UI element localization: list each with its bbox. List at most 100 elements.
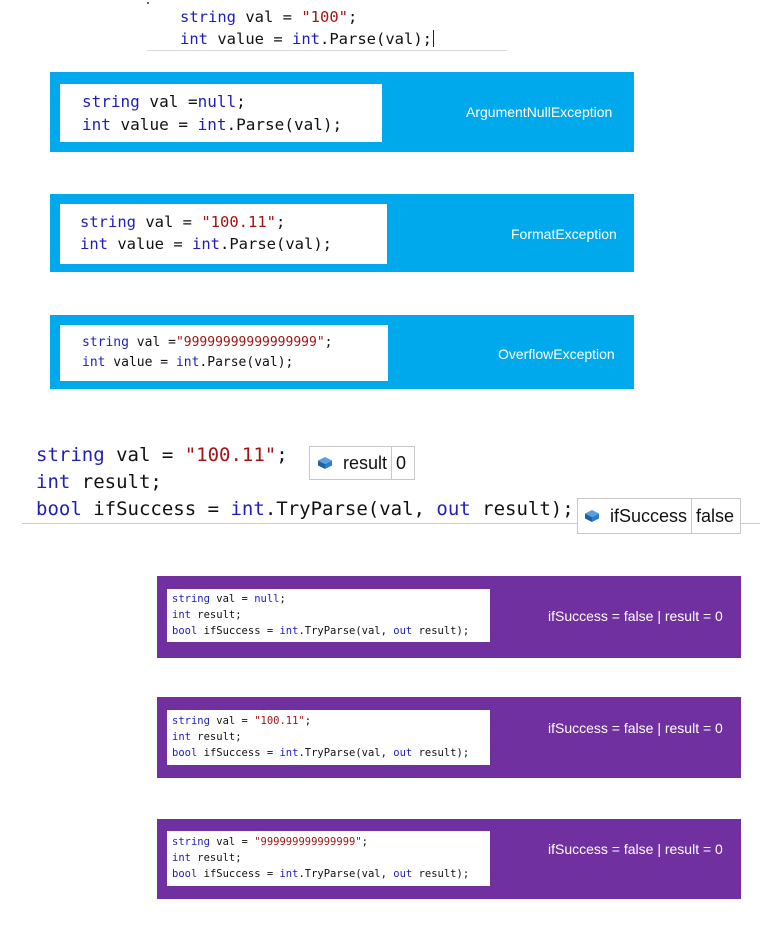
- string-literal: "100.11": [254, 715, 305, 727]
- datatip-ifsuccess[interactable]: ifSuccess false: [577, 498, 742, 534]
- keyword: int: [172, 609, 191, 621]
- code-box: string val ="99999999999999999"; int val…: [60, 325, 388, 381]
- code-text: ;: [279, 593, 286, 605]
- editor-line-rule: [147, 50, 507, 51]
- code-text: val =: [209, 836, 255, 848]
- code-text: result);: [412, 625, 470, 637]
- keyword: int: [80, 235, 108, 253]
- keyword: int: [292, 30, 320, 48]
- code-text: value =: [105, 355, 176, 370]
- code-text: val =: [209, 593, 255, 605]
- code-text: .Parse(val);: [220, 235, 332, 253]
- keyword: string: [80, 213, 136, 231]
- keyword: bool: [172, 868, 198, 880]
- text-caret: [432, 30, 434, 47]
- keyword: int: [175, 355, 200, 370]
- code-text: ifSuccess =: [81, 498, 231, 520]
- code-box: string val =null; int value = int.Parse(…: [60, 84, 382, 142]
- datatip-name: ifSuccess: [610, 505, 688, 526]
- stray-dot: [147, 2, 149, 4]
- code-text: value =: [208, 30, 292, 48]
- string-literal: "999999999999999": [254, 836, 362, 848]
- code-text: val =: [209, 715, 255, 727]
- keyword: int: [172, 731, 191, 743]
- datatip-value: false: [696, 505, 735, 526]
- code-text: result;: [190, 731, 242, 743]
- code-text: result);: [470, 498, 574, 520]
- code-text: .Parse(val);: [199, 355, 294, 370]
- datatip-name: result: [343, 452, 388, 473]
- keyword: string: [82, 92, 140, 111]
- string-literal: "100.11": [184, 444, 277, 466]
- variable-icon: [318, 457, 332, 469]
- keyword: bool: [172, 625, 198, 637]
- code-text: ;: [275, 213, 286, 231]
- exception-label: OverflowException: [498, 346, 615, 362]
- code-text: ifSuccess =: [197, 747, 280, 759]
- string-literal: "100.11": [201, 213, 276, 231]
- keyword: string: [172, 715, 210, 727]
- keyword: out: [393, 625, 413, 637]
- exception-label: ArgumentNullException: [466, 104, 613, 120]
- keyword: string: [172, 593, 210, 605]
- keyword: int: [36, 471, 71, 493]
- code-text: result;: [190, 852, 242, 864]
- code-box: string val = "100.11"; int result; bool …: [167, 710, 490, 765]
- code-text: val =: [139, 92, 198, 111]
- keyword: bool: [36, 498, 82, 520]
- keyword: out: [393, 868, 413, 880]
- tryparse-code-snippet[interactable]: string val = "100.11"; int result; bool …: [36, 442, 574, 523]
- datatip-separator: [391, 447, 393, 479]
- code-line-2: int value = int.Parse(val);: [180, 30, 434, 48]
- code-box: string val = null; int result; bool ifSu…: [167, 589, 490, 642]
- keyword: int: [172, 852, 191, 864]
- code-text: result);: [412, 868, 470, 880]
- code-text: result);: [412, 747, 470, 759]
- code-snippet: string val = "100.11"; int value = int.P…: [80, 211, 332, 255]
- code-text: ;: [361, 836, 368, 848]
- keyword: int: [82, 355, 106, 370]
- keyword: int: [82, 115, 111, 134]
- code-text: .TryParse(val,: [298, 868, 394, 880]
- keyword: null: [254, 593, 280, 605]
- keyword: string: [172, 836, 210, 848]
- keyword: string: [82, 335, 129, 350]
- code-text: ;: [348, 8, 358, 26]
- code-text: ;: [324, 335, 333, 350]
- code-snippet: string val = "999999999999999"; int resu…: [172, 834, 469, 882]
- code-text: value =: [110, 115, 198, 134]
- code-text: ifSuccess =: [197, 625, 280, 637]
- keyword: out: [393, 747, 413, 759]
- keyword: int: [279, 747, 299, 759]
- exception-panel-overflow: string val ="99999999999999999"; int val…: [50, 315, 634, 389]
- code-text: val =: [128, 335, 176, 350]
- top-code-snippet[interactable]: string val = "100"; int value = int.Pars…: [180, 6, 434, 50]
- tryparse-panel-null: string val = null; int result; bool ifSu…: [157, 576, 741, 658]
- code-text: .TryParse(val,: [298, 625, 394, 637]
- keyword: string: [36, 444, 105, 466]
- code-line-1: string val = "100";: [180, 8, 357, 26]
- code-text: val =: [136, 213, 202, 231]
- code-snippet: string val =null; int value = int.Parse(…: [82, 90, 342, 136]
- datatip-result[interactable]: result 0: [309, 446, 416, 480]
- keyword: int: [192, 235, 220, 253]
- code-text: ;: [236, 92, 246, 111]
- exception-label: FormatException: [511, 226, 617, 242]
- keyword: int: [197, 115, 227, 134]
- datatip-separator: [691, 499, 693, 533]
- code-text: result;: [70, 471, 162, 493]
- code-text: val =: [104, 444, 185, 466]
- tryparse-panel-overflow: string val = "999999999999999"; int resu…: [157, 819, 741, 899]
- code-snippet: string val = "100.11"; int result; bool …: [172, 713, 469, 761]
- keyword: int: [180, 30, 208, 48]
- code-box: string val = "999999999999999"; int resu…: [167, 831, 490, 886]
- variable-icon: [585, 510, 599, 522]
- code-snippet: string val ="99999999999999999"; int val…: [82, 333, 332, 373]
- keyword: int: [279, 625, 299, 637]
- keyword: int: [230, 498, 265, 520]
- exception-panel-format: string val = "100.11"; int value = int.P…: [50, 194, 634, 272]
- tryparse-panel-format: string val = "100.11"; int result; bool …: [157, 697, 741, 778]
- string-literal: "100": [301, 8, 348, 26]
- code-box: string val = "100.11"; int value = int.P…: [60, 204, 387, 264]
- result-label: ifSuccess = false | result = 0: [548, 608, 723, 624]
